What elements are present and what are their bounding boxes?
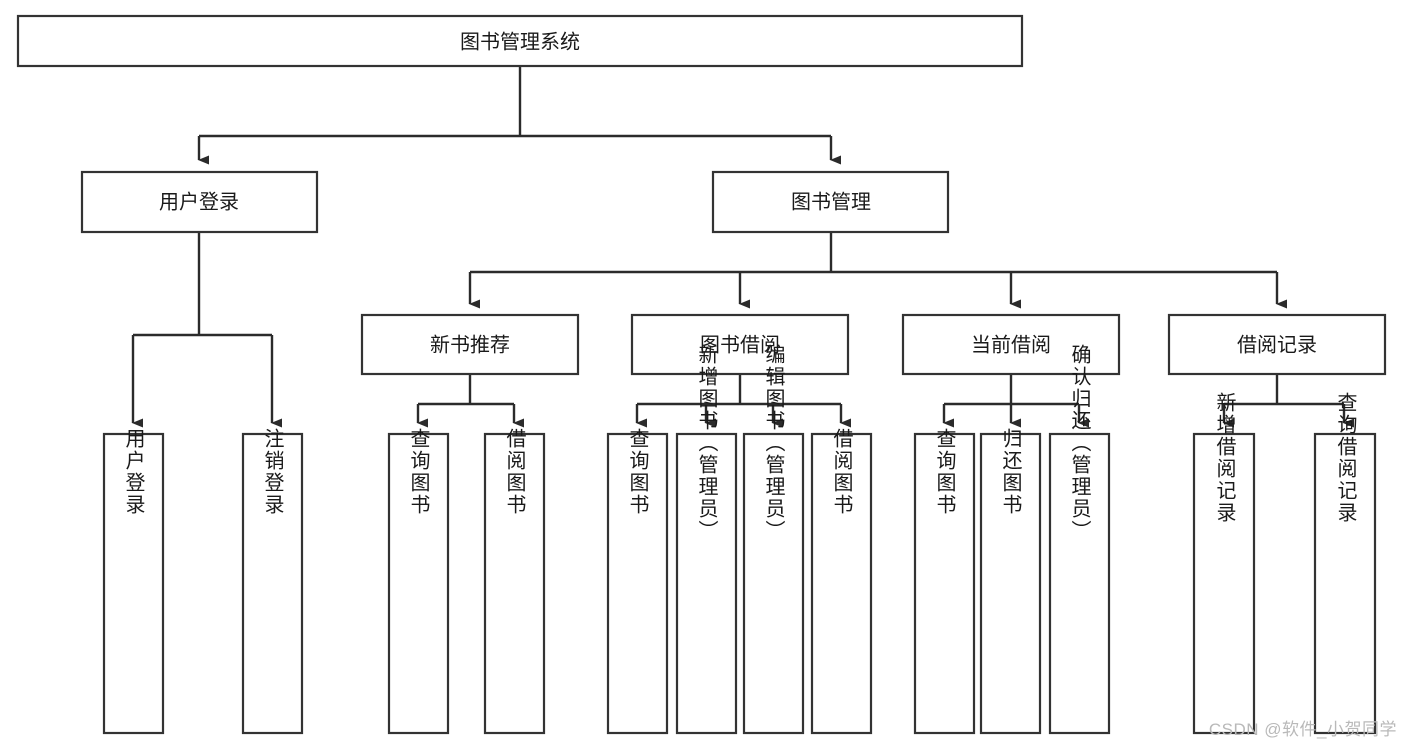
leaf-book-borrow-2-box[interactable] [742, 432, 805, 735]
leaf-current-borrow-0-box[interactable] [913, 432, 976, 735]
node-root[interactable]: 图书管理系统 [16, 14, 1024, 68]
node-book-borrow-box[interactable] [630, 313, 850, 376]
leaf-node[interactable]: 注销登录 [241, 428, 304, 735]
leaf-node[interactable]: 新增借阅记录 [1192, 392, 1256, 735]
node-user-login-label: 用户登录 [159, 190, 239, 213]
leaf-new-book-rec-0-label: 查询图书 [407, 428, 430, 516]
leaf-current-borrow-2-label: 确认归还（管理员） [1068, 344, 1091, 542]
node-current-borrow-label: 当前借阅 [971, 333, 1051, 356]
node-book-borrow[interactable]: 图书借阅 [630, 313, 850, 376]
leaf-node[interactable]: 确认归还（管理员） [1048, 344, 1111, 735]
node-borrow-record-box[interactable] [1167, 313, 1387, 376]
leaf-borrow-record-1-label: 查询借阅记录 [1334, 392, 1357, 524]
leaf-current-borrow-0-label: 查询图书 [933, 428, 956, 516]
leaf-node[interactable]: 借阅图书 [483, 428, 546, 735]
node-root-box[interactable] [16, 14, 1024, 68]
leaf-node[interactable]: 编辑图书（管理员） [742, 344, 805, 735]
leaf-user-login-1-box[interactable] [241, 432, 304, 735]
leaf-node[interactable]: 用户登录 [102, 428, 165, 735]
leaf-book-borrow-0-label: 查询图书 [626, 428, 649, 516]
leaf-node[interactable]: 查询图书 [387, 428, 450, 735]
node-new-book-rec-box[interactable] [360, 313, 580, 376]
leaf-user-login-0-box[interactable] [102, 432, 165, 735]
leaf-node[interactable]: 借阅图书 [810, 428, 873, 735]
node-current-borrow[interactable]: 当前借阅 [901, 313, 1121, 376]
leaf-user-login-1-label: 注销登录 [261, 428, 284, 516]
leaf-node[interactable]: 查询借阅记录 [1313, 392, 1377, 735]
node-borrow-record[interactable]: 借阅记录 [1167, 313, 1387, 376]
node-current-borrow-box[interactable] [901, 313, 1121, 376]
node-book-manage-label: 图书管理 [791, 190, 871, 213]
node-book-borrow-label: 图书借阅 [700, 333, 780, 356]
node-user-login[interactable]: 用户登录 [80, 170, 319, 234]
leaf-node[interactable]: 归还图书 [979, 428, 1042, 735]
node-borrow-record-label: 借阅记录 [1237, 333, 1317, 356]
leaf-node[interactable]: 查询图书 [913, 428, 976, 735]
leaf-node[interactable]: 查询图书 [606, 428, 669, 735]
node-new-book-rec[interactable]: 新书推荐 [360, 313, 580, 376]
leaf-current-borrow-1-box[interactable] [979, 432, 1042, 735]
leaf-book-borrow-3-box[interactable] [810, 432, 873, 735]
leaf-book-borrow-3-label: 借阅图书 [830, 428, 853, 516]
leaf-current-borrow-1-label: 归还图书 [999, 428, 1022, 516]
leaf-user-login-0-label: 用户登录 [122, 428, 145, 516]
leaf-borrow-record-0-label: 新增借阅记录 [1213, 392, 1236, 524]
edge-group [131, 66, 1354, 428]
leaf-current-borrow-2-box[interactable] [1048, 432, 1111, 735]
leaf-book-borrow-1-label: 新增图书（管理员） [695, 344, 718, 542]
leaf-borrow-record-1-box[interactable] [1313, 432, 1377, 735]
node-book-manage[interactable]: 图书管理 [711, 170, 950, 234]
leaf-new-book-rec-1-box[interactable] [483, 432, 546, 735]
node-user-login-box[interactable] [80, 170, 319, 234]
leaf-book-borrow-0-box[interactable] [606, 432, 669, 735]
node-root-label: 图书管理系统 [460, 30, 580, 53]
leaf-new-book-rec-0-box[interactable] [387, 432, 450, 735]
leaf-book-borrow-2-label: 编辑图书（管理员） [762, 344, 785, 542]
leaf-book-borrow-1-box[interactable] [675, 432, 738, 735]
leaf-node[interactable]: 新增图书（管理员） [675, 344, 738, 735]
node-book-manage-box[interactable] [711, 170, 950, 234]
leaf-borrow-record-0-box[interactable] [1192, 432, 1256, 735]
node-new-book-rec-label: 新书推荐 [430, 333, 510, 356]
leaf-new-book-rec-1-label: 借阅图书 [503, 428, 526, 516]
